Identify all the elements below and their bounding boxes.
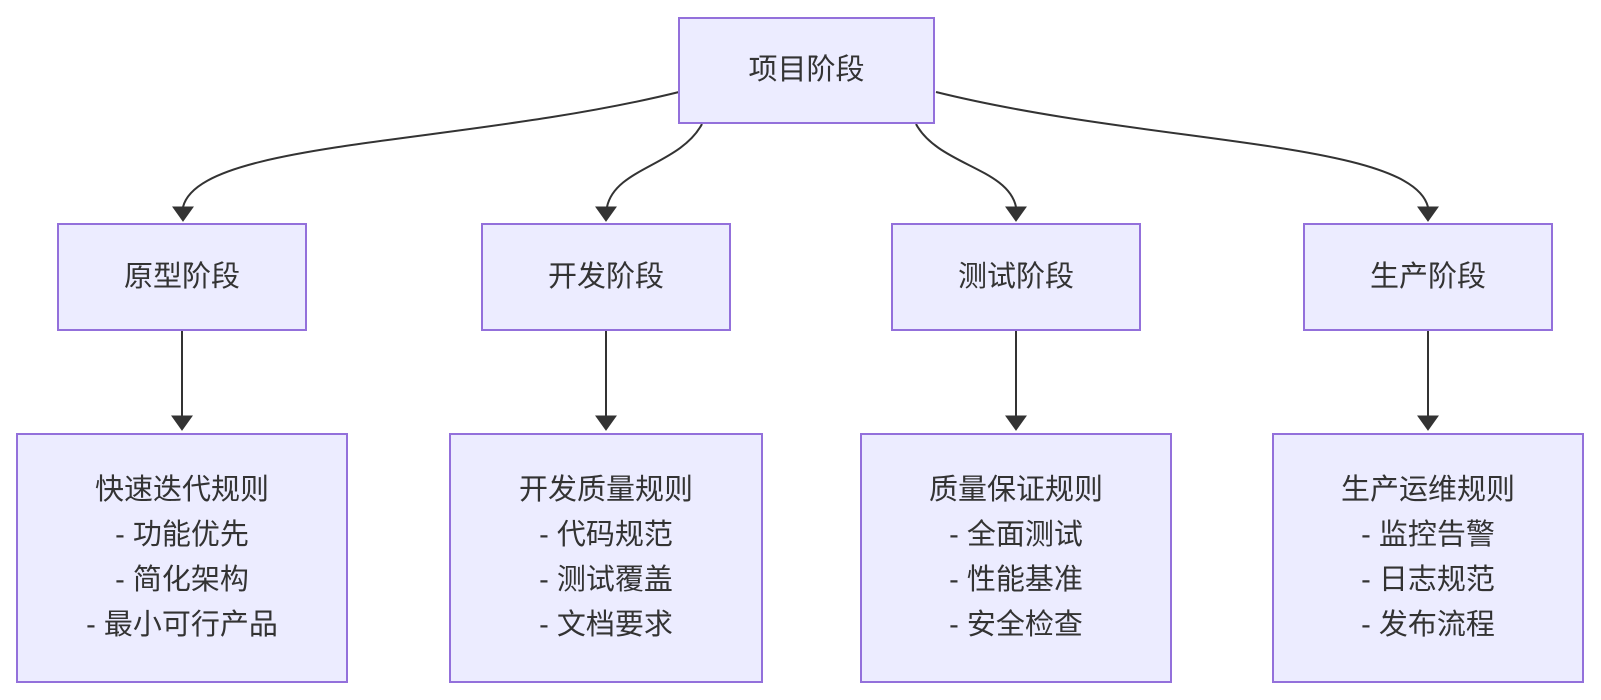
rules-title: 开发质量规则 [518,474,693,506]
arrowhead-icon [1417,415,1439,431]
rules-title: 生产运维规则 [1340,474,1515,506]
rules-item: - 安全检查 [949,609,1083,641]
rules-item: - 代码规范 [539,519,673,551]
rules-item: - 简化架构 [115,564,249,596]
node-label: 项目阶段 [748,54,865,86]
rules-item: - 文档要求 [539,609,673,641]
rules-item: - 最小可行产品 [86,609,278,641]
node-label: 原型阶段 [123,260,240,293]
rules-item: - 全面测试 [949,519,1083,551]
root-node-project-phases: 项目阶段 [678,17,935,124]
rules-node-testing: 质量保证规则 - 全面测试 - 性能基准 - 安全检查 [860,433,1172,683]
rules-item: - 性能基准 [949,564,1083,596]
arrowhead-icon [172,206,194,222]
node-label: 测试阶段 [957,260,1074,293]
rules-item: - 日志规范 [1361,564,1495,596]
rules-node-prototype: 快速迭代规则 - 功能优先 - 简化架构 - 最小可行产品 [16,433,348,683]
rules-node-production: 生产运维规则 - 监控告警 - 日志规范 - 发布流程 [1272,433,1584,683]
arrowhead-icon [1005,415,1027,431]
rules-title: 质量保证规则 [928,474,1103,506]
phase-node-production: 生产阶段 [1303,223,1553,331]
rules-item: - 测试覆盖 [539,564,673,596]
phase-node-development: 开发阶段 [481,223,731,331]
edge-root-to-prototype [172,91,680,222]
edge-production-to-rules [1417,331,1439,431]
arrowhead-icon [1417,206,1439,222]
edge-prototype-to-rules [171,331,193,431]
rules-node-development: 开发质量规则 - 代码规范 - 测试覆盖 - 文档要求 [449,433,763,683]
edge-development-to-rules [595,331,617,431]
edge-root-to-production [935,91,1439,222]
rules-title: 快速迭代规则 [94,474,269,506]
edge-root-to-development [595,123,703,222]
arrowhead-icon [595,415,617,431]
node-label: 生产阶段 [1369,260,1486,293]
arrowhead-icon [171,415,193,431]
phase-node-prototype: 原型阶段 [57,223,307,331]
rules-item: - 功能优先 [115,519,249,551]
rules-item: - 监控告警 [1361,519,1495,551]
rules-item: - 发布流程 [1361,609,1495,641]
edge-testing-to-rules [1005,331,1027,431]
arrowhead-icon [1005,206,1027,222]
phase-node-testing: 测试阶段 [891,223,1141,331]
node-label: 开发阶段 [547,260,664,293]
edge-root-to-testing [915,123,1027,222]
arrowhead-icon [595,206,617,222]
